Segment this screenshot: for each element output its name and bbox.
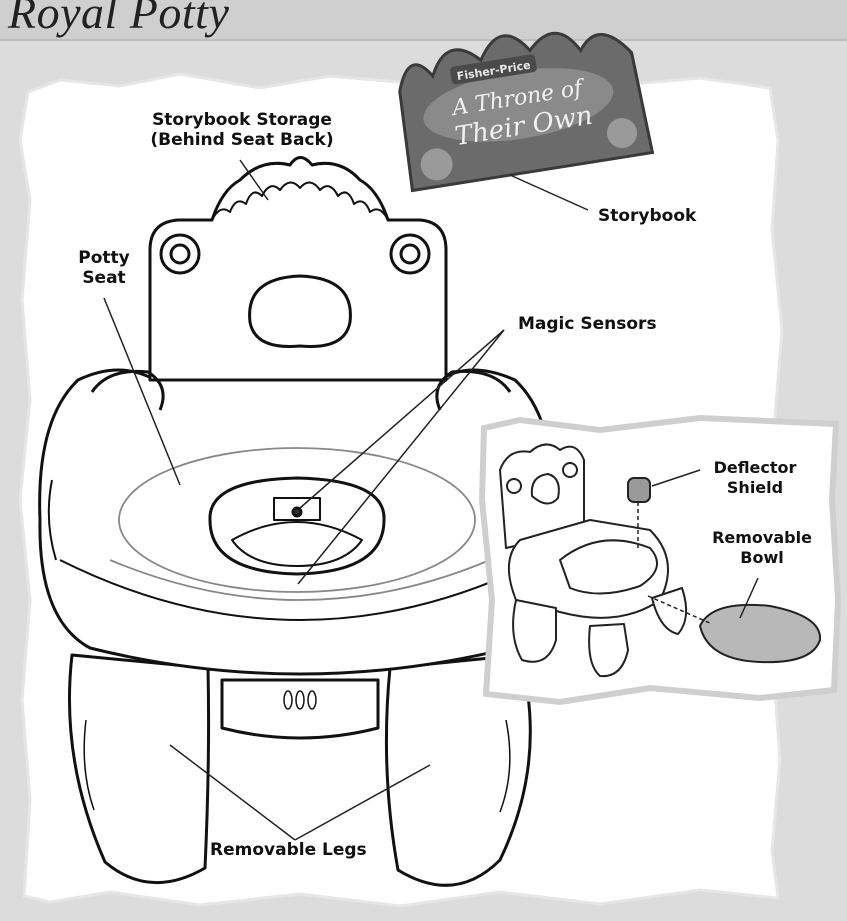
inset-bolt-left [507,479,521,493]
label-deflector-shield: Deflector Shield [690,458,820,498]
label-deflector-line2: Shield [690,478,820,498]
bolt-left-inner [171,245,189,263]
bowl-opening [210,478,384,574]
label-bowl-line1: Removable [692,528,832,548]
label-storybook-storage: Storybook Storage (Behind Seat Back) [132,110,352,150]
label-potty-seat-line2: Seat [54,268,154,288]
handle-hole [250,276,351,347]
label-deflector-line1: Deflector [690,458,820,478]
sensor-dot [293,508,301,516]
label-removable-legs: Removable Legs [210,840,367,860]
inset-handle [532,474,559,504]
label-bowl-line2: Bowl [692,548,832,568]
inset-bolt-right [563,463,577,477]
label-storage-line2: (Behind Seat Back) [132,130,352,150]
label-potty-seat: Potty Seat [54,248,154,288]
label-magic-sensors: Magic Sensors [518,314,657,334]
label-potty-seat-line1: Potty [54,248,154,268]
inset-deflector [628,478,650,502]
page-title: Royal Potty [8,0,229,39]
bolt-right-inner [401,245,419,263]
inset-leg-left [513,600,556,662]
label-storage-line1: Storybook Storage [132,110,352,130]
label-removable-bowl: Removable Bowl [692,528,832,568]
label-storybook: Storybook [598,206,696,226]
